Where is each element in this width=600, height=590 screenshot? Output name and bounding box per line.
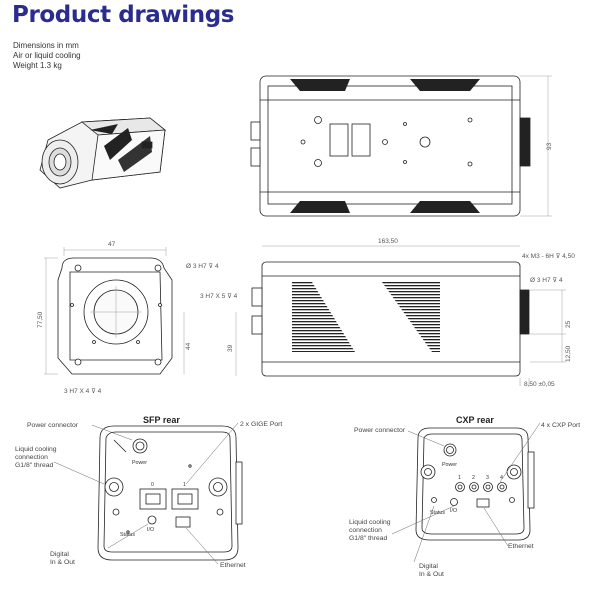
camera-top-view [250,75,552,217]
dim-top-height: 93 [546,142,553,150]
dim-front-hole-bottom: 3 H7 X 4 ⊽ 4 [64,387,102,395]
cxp-label-liquid-2: connection [349,527,382,534]
cxp-rear-panel [415,427,535,541]
sfp-port-0: 0 [151,482,154,488]
cxp-power-text: Power [442,462,457,468]
sfp-label-liquid-2: connection [15,454,48,461]
sfp-power-text: Power [132,460,147,466]
cxp-rear-title: CXP rear [456,415,494,425]
camera-side-view [235,245,566,386]
cxp-io-text: I/O [450,508,457,514]
sfp-label-liquid-1: Liquid cooling [15,446,57,453]
dim-front-width: 47 [108,241,116,248]
sfp-status-text: Status [120,532,135,538]
sfp-label-liquid-3: G1/8" thread [15,462,54,469]
cxp-port-3: 3 [486,475,489,481]
sfp-leader-lines [53,422,239,565]
spec-weight: Weight 1.3 kg [13,61,62,70]
cxp-port-1: 1 [458,475,461,481]
sfp-label-power-connector: Power connector [27,422,79,429]
cxp-label-cxp-port: 4 x CXP Port [541,422,580,429]
sfp-io-text: I/O [147,527,154,533]
cxp-label-power-connector: Power connector [354,427,406,434]
dim-front-height: 77,50 [37,311,44,328]
cxp-leader-lines [391,422,541,563]
sfp-port-1: 1 [183,482,186,488]
dim-side-thread: 4x M3 - 6H ⊽ 4,50 [522,252,575,260]
spec-dimensions: Dimensions in mm [13,41,79,50]
spec-cooling: Air or liquid cooling [13,51,81,60]
cxp-label-ethernet: Ethernet [508,543,534,550]
dim-front-hole-top: Ø 3 H7 ⊽ 4 [186,262,219,270]
dim-side-hole-left: 3 H7 X 5 ⊽ 4 [200,292,238,300]
camera-isometric-view [39,117,167,189]
sfp-label-digital-1: Digital [50,551,69,558]
cxp-label-digital-2: In & Out [419,571,444,578]
cxp-status-text: Status [430,510,445,516]
cxp-label-liquid-1: Liquid cooling [349,519,391,526]
sfp-label-gige: 2 x GIGE Port [240,421,282,428]
dim-side-12-50: 12,50 [565,345,572,362]
dim-side-length: 163,50 [378,238,398,245]
camera-front-view [44,247,185,375]
dim-side-8-50: 8,50 ±0,05 [524,381,555,388]
dim-front-mid: 44 [185,342,192,350]
dim-side-hole-right: Ø 3 H7 ⊽ 4 [530,276,563,284]
sfp-rear-panel [97,425,243,561]
dim-side-25: 25 [565,320,572,328]
page-title: Product drawings [12,2,235,28]
cxp-label-digital-1: Digital [419,563,438,570]
sfp-rear-title: SFP rear [143,415,180,425]
sfp-label-ethernet: Ethernet [220,562,246,569]
cxp-port-4: 4 [500,475,503,481]
cxp-label-liquid-3: G1/8" thread [349,535,388,542]
dim-side-39: 39 [227,344,234,352]
sfp-label-digital-2: In & Out [50,559,75,566]
cxp-port-2: 2 [472,475,475,481]
